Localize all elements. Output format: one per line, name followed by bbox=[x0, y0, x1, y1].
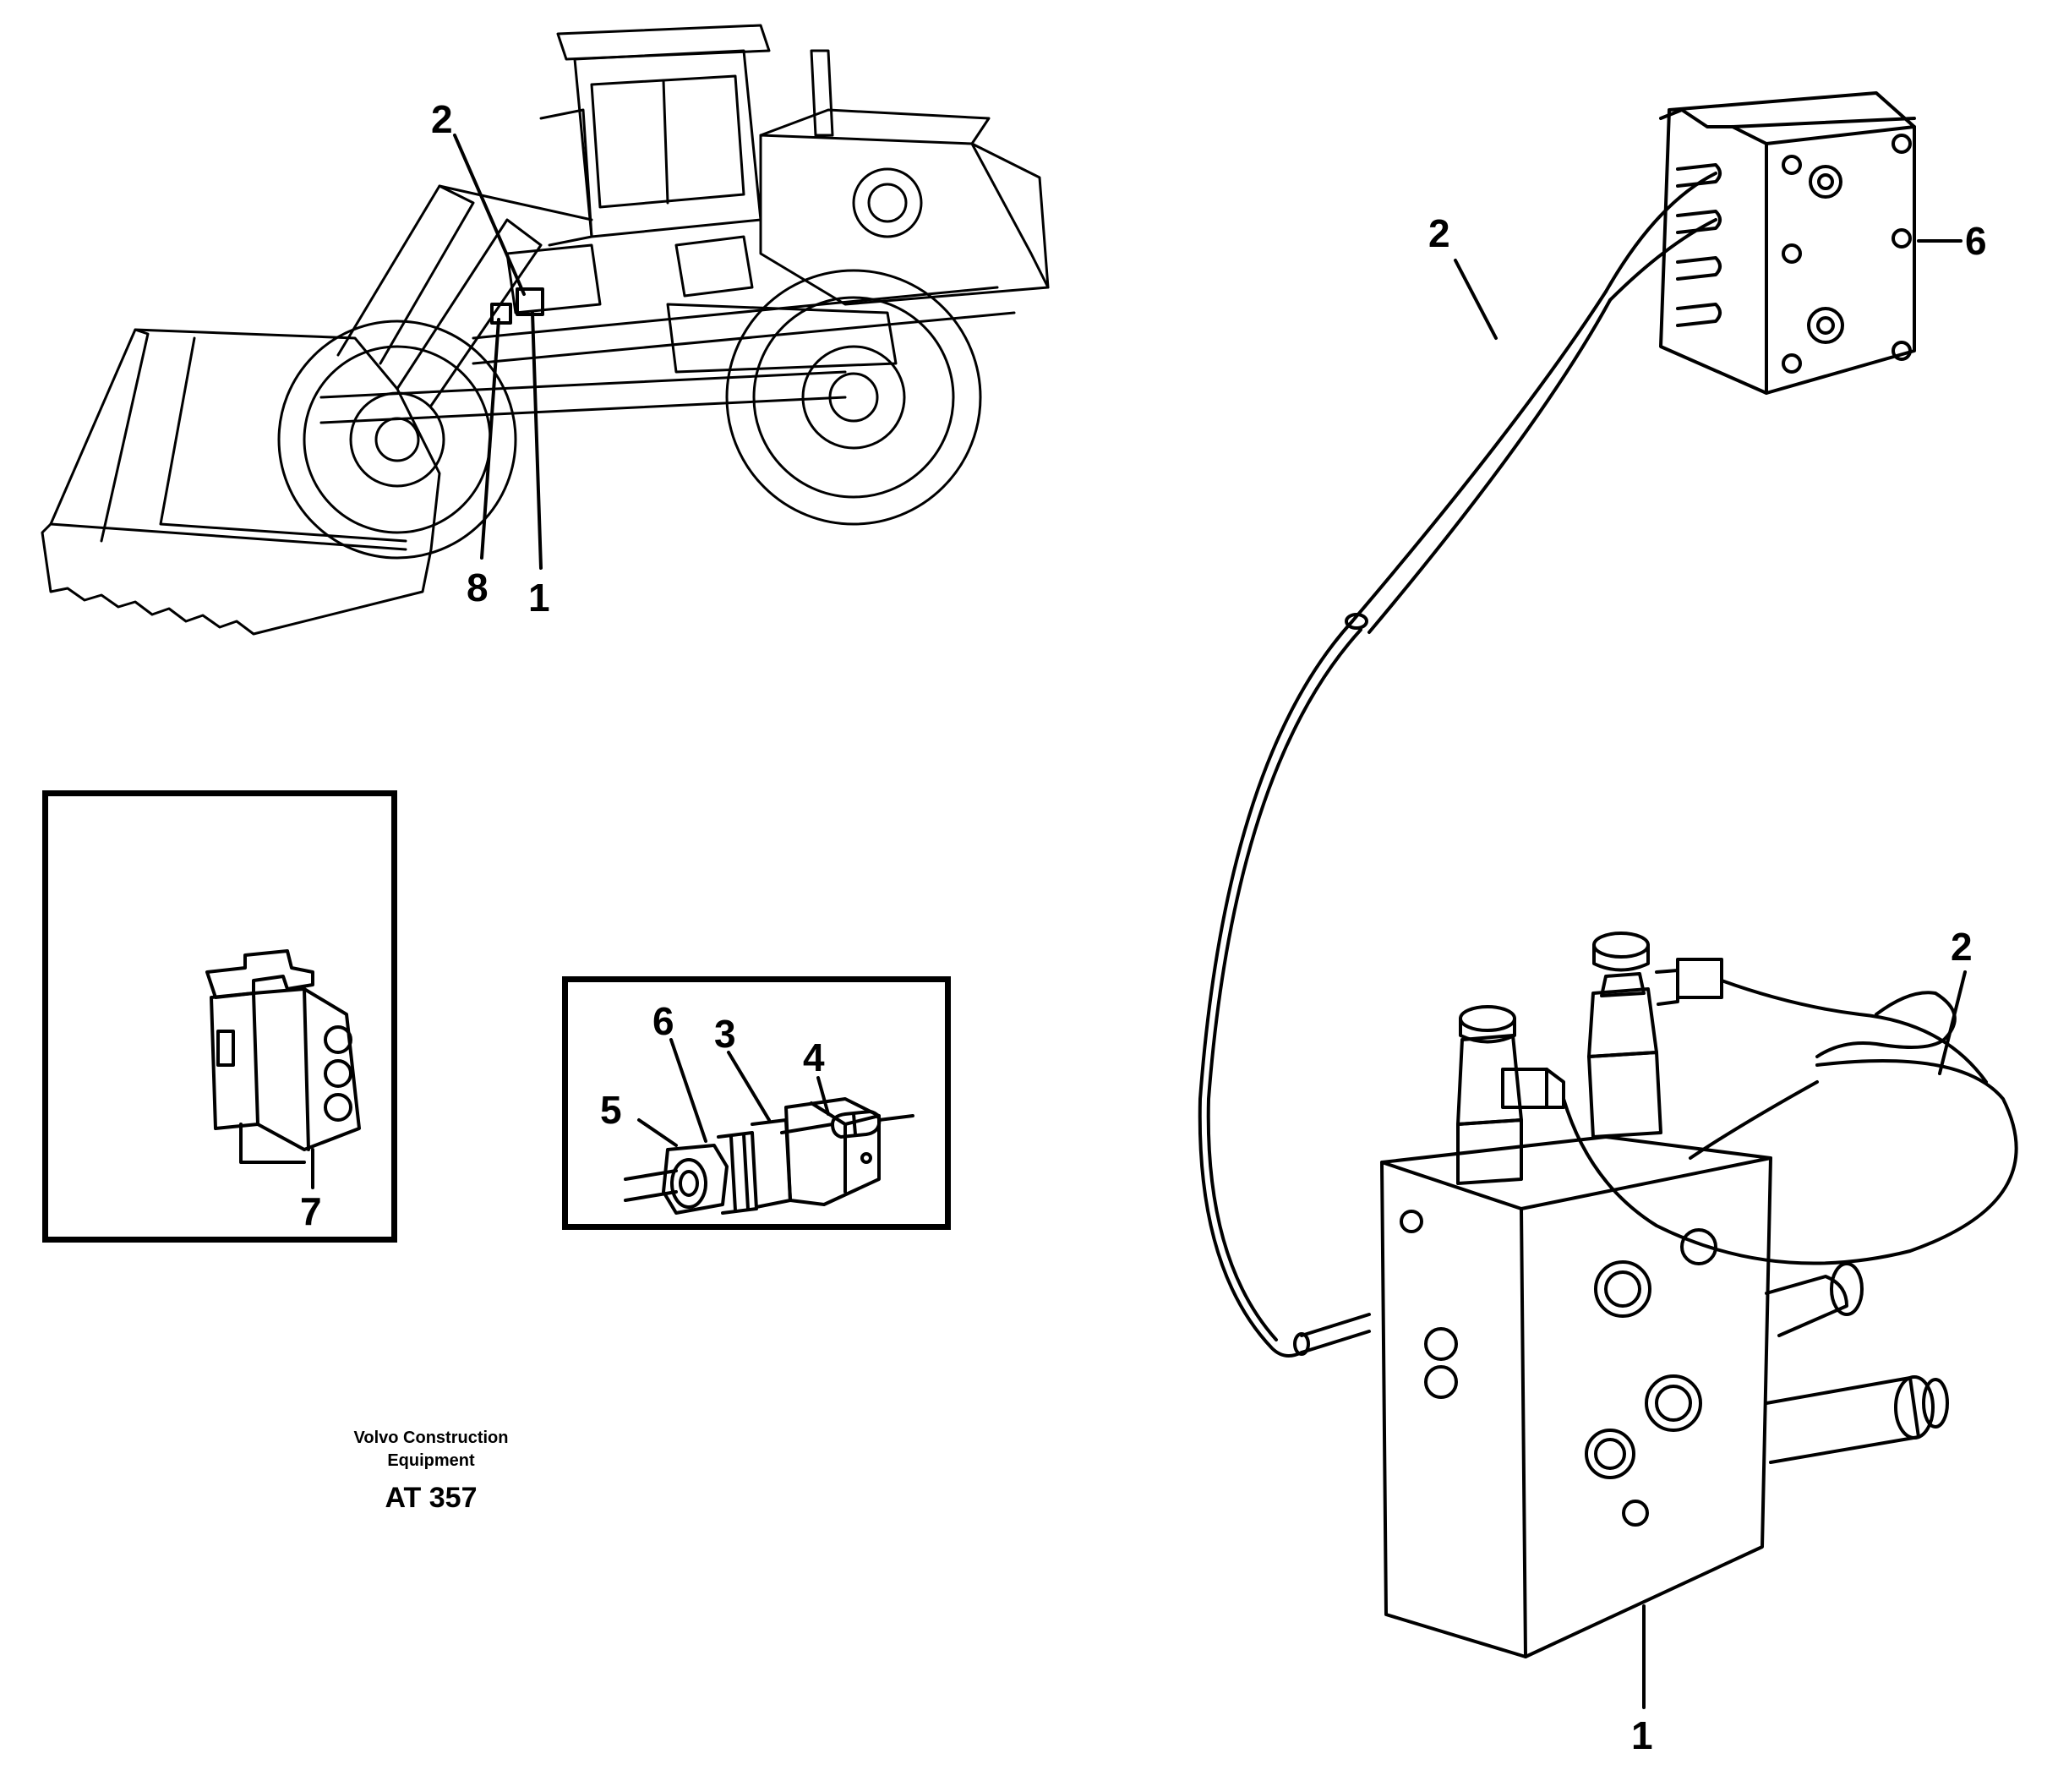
connector-inset-frame bbox=[42, 790, 397, 1243]
sensor-illustration bbox=[624, 1097, 914, 1215]
loader-leader-lines bbox=[453, 134, 543, 570]
callout-connector-7: 7 bbox=[300, 1189, 322, 1233]
callout-loader-1: 1 bbox=[528, 576, 550, 620]
sensor-inset-frame bbox=[562, 976, 951, 1230]
callout-sensor-3: 3 bbox=[714, 1012, 736, 1056]
wheel-loader-illustration bbox=[41, 24, 1050, 636]
callout-sensor-6: 6 bbox=[652, 999, 674, 1043]
connector-illustration bbox=[205, 949, 361, 1189]
company-name-line1: Volvo Construction bbox=[353, 1429, 509, 1447]
callout-loader-8: 8 bbox=[467, 565, 489, 609]
valve-leader-lines bbox=[1454, 239, 1967, 1709]
valve-block-illustration bbox=[1380, 932, 2018, 1658]
drawing-reference: AT 357 bbox=[385, 1482, 478, 1514]
callout-valve-1: 1 bbox=[1631, 1713, 1653, 1757]
company-name-line2: Equipment bbox=[387, 1451, 475, 1470]
sensor-leader-lines bbox=[637, 1038, 830, 1147]
callout-sensor-4: 4 bbox=[803, 1035, 825, 1079]
control-unit-illustration bbox=[1659, 91, 1916, 395]
callout-cable-2: 2 bbox=[1428, 211, 1450, 255]
callout-control-unit-6: 6 bbox=[1965, 219, 1987, 263]
callout-sensor-5: 5 bbox=[600, 1088, 622, 1132]
callout-loader-2: 2 bbox=[431, 97, 453, 141]
cable-harness-illustration bbox=[1198, 172, 1717, 1358]
callout-valve-2: 2 bbox=[1951, 925, 1973, 969]
